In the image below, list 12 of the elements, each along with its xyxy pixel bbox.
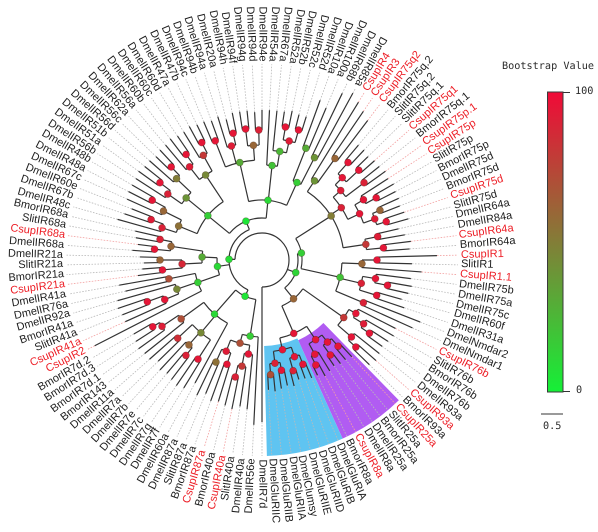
taxon-label: BmorIR64a (460, 235, 516, 251)
taxon-label: DmelIR54a (266, 6, 280, 62)
taxon-label: DmelGluRIIC (266, 458, 281, 524)
taxon-label: CsupIR1 (460, 248, 504, 261)
taxon-label: DmelIR21a (8, 248, 64, 261)
legend-title: Bootstrap Value (502, 61, 594, 73)
scale-label: 0.5 (543, 421, 562, 433)
tick-label: 0 (576, 385, 582, 397)
taxon-label: DmelIR7d (256, 459, 268, 508)
taxon-label: DmelIR56e (244, 458, 258, 514)
tick-label: 100 (575, 86, 594, 98)
taxon-label: DmelIR94e (256, 6, 268, 61)
